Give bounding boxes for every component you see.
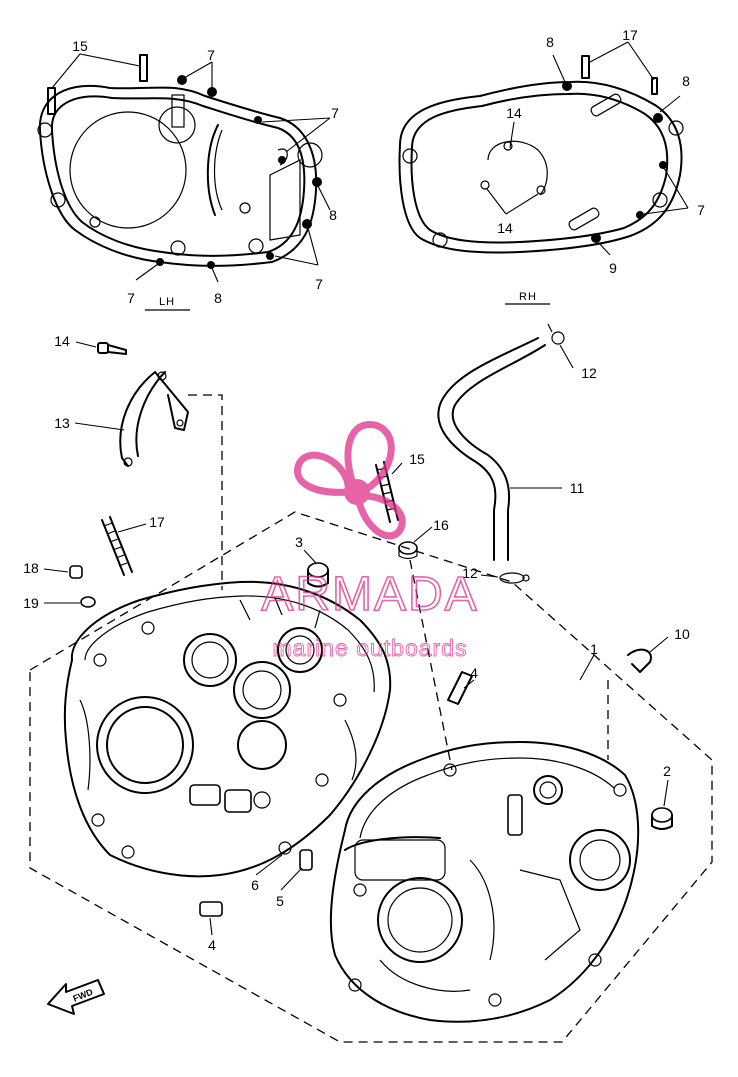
alignment-line [188, 394, 223, 590]
label-lh: LH [159, 296, 175, 308]
callout-13: 13 [54, 415, 70, 431]
callout-7-lh-a: 7 [207, 47, 215, 63]
armada-watermark: ARMADA marine outboards [261, 421, 478, 661]
callout-7-lh-b: 7 [331, 105, 339, 121]
callout-12-upper: 12 [581, 365, 597, 381]
callout-17-rh: 17 [622, 27, 638, 43]
assembly-outline [29, 511, 713, 1043]
callout-1: 1 [590, 641, 598, 657]
hose-clamp-12-upper [547, 323, 565, 345]
dowel-5 [299, 849, 313, 871]
bolt-14 [97, 342, 127, 355]
left-crankcase-half [63, 580, 392, 878]
callout-9-rh: 9 [609, 260, 617, 276]
callout-17: 17 [149, 514, 165, 530]
lh-crankcase-gasket [37, 53, 331, 311]
nut-16 [398, 541, 418, 560]
callout-7-rh: 7 [697, 202, 705, 218]
callout-8-rh-a: 8 [546, 34, 554, 50]
callout-16: 16 [433, 517, 449, 533]
callout-8-lh-b: 8 [214, 290, 222, 306]
dowel-4-upper [447, 671, 473, 705]
callout-8-rh-b: 8 [682, 73, 690, 89]
callout-3: 3 [295, 534, 303, 550]
watermark-title: ARMADA [261, 568, 478, 621]
callout-4-lower: 4 [208, 937, 216, 953]
label-rh: RH [519, 291, 537, 303]
rh-crankcase-gasket [398, 41, 689, 305]
callout-14: 14 [54, 333, 70, 349]
callout-7-lh-c: 7 [315, 276, 323, 292]
forward-direction-arrow: FWD [47, 979, 105, 1015]
callout-2: 2 [663, 763, 671, 779]
clip-10 [627, 648, 652, 673]
callout-5: 5 [276, 893, 284, 909]
bracket-13 [119, 371, 189, 467]
callout-15: 15 [409, 451, 425, 467]
right-crankcase-half [329, 741, 640, 1023]
callout-14-rh-a: 14 [506, 105, 522, 121]
stud-17 [101, 516, 133, 576]
propeller-logo-icon [294, 421, 406, 540]
callout-8-lh-a: 8 [329, 207, 337, 223]
hose-clamp-12-lower [499, 572, 530, 584]
callout-12-lower: 12 [462, 565, 478, 581]
washer-19 [80, 596, 96, 608]
callout-19: 19 [23, 595, 39, 611]
breather-hose-11 [437, 337, 546, 561]
callout-4-upper: 4 [470, 665, 478, 681]
callout-14-rh-b: 14 [497, 220, 513, 236]
callout-10: 10 [674, 626, 690, 642]
alignment-line-3 [409, 559, 453, 771]
bushing-2 [651, 807, 673, 830]
callout-6: 6 [251, 877, 259, 893]
dowel-4-lower [199, 901, 223, 917]
callout-7-lh-d: 7 [127, 290, 135, 306]
callout-15-lh: 15 [72, 38, 88, 54]
plug-18 [69, 565, 83, 579]
bushing-3 [307, 562, 329, 588]
callout-11: 11 [570, 480, 585, 496]
watermark-subtitle: marine outboards [273, 635, 468, 661]
callout-18: 18 [23, 560, 39, 576]
